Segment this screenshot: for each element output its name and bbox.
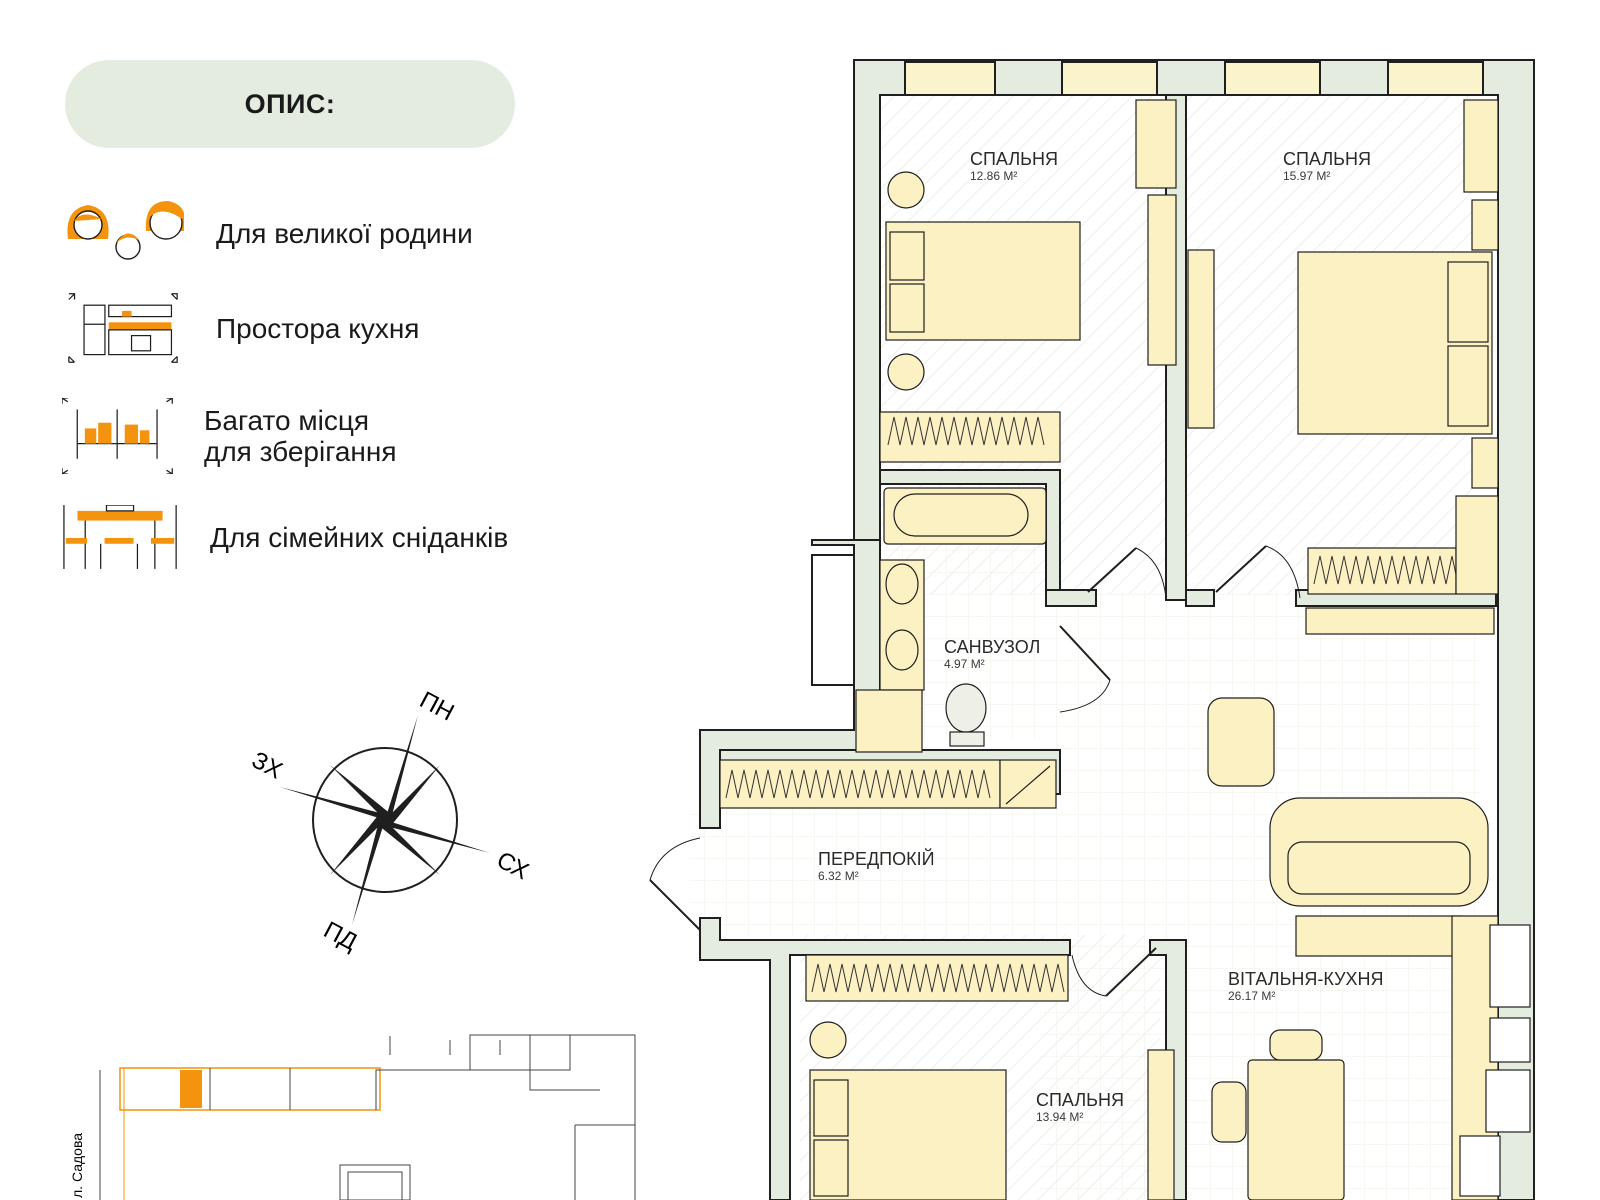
feature-label: Для сімейних сніданків — [210, 521, 509, 553]
compass: ПН СХ ПД ЗХ — [247, 686, 530, 956]
feature-family-breakfast: Для сімейних сніданків — [62, 505, 508, 569]
room-name: СПАЛЬНЯ — [970, 149, 1058, 169]
room-name: ВІТАЛЬНЯ-КУХНЯ — [1228, 969, 1384, 989]
dining-table — [1247, 1059, 1345, 1200]
sink-icon — [1459, 1135, 1501, 1197]
room-area: 4.97 М² — [944, 657, 985, 671]
compass-east-label: СХ — [492, 846, 530, 885]
desk-bedroom1 — [1147, 194, 1177, 366]
furniture — [809, 99, 1531, 1200]
compass-ring — [312, 747, 458, 893]
room-area: 13.94 М² — [1036, 1110, 1083, 1124]
room-area: 15.97 М² — [1283, 169, 1330, 183]
feature-large-family: Для великої родини — [62, 195, 473, 271]
door-bedroom2 — [1215, 545, 1267, 593]
compass-north-label: ПН — [415, 686, 458, 726]
wardrobe-bedroom2-side — [1455, 495, 1499, 595]
dining-table-icon — [63, 505, 177, 569]
feature-label: Для великої родини — [216, 217, 473, 249]
sink-icon — [885, 563, 919, 605]
toilet-icon — [945, 683, 987, 733]
room-name: СПАЛЬНЯ — [1283, 149, 1371, 169]
console — [1295, 915, 1463, 957]
desk-bedroom2 — [1187, 249, 1215, 429]
door-bedroom1 — [1087, 547, 1137, 593]
compass-west-label: ЗХ — [247, 746, 287, 784]
compass-star-icon — [280, 715, 490, 925]
entrance-door — [649, 879, 701, 931]
feature-spacious-kitchen: Простора кухня — [62, 290, 419, 366]
kitchen-icon — [68, 293, 178, 363]
door-bathroom — [1059, 625, 1111, 681]
nightstand — [887, 171, 925, 209]
doors — [649, 545, 1301, 997]
washer — [855, 689, 923, 753]
wardrobe-bedroom3 — [805, 954, 1069, 1002]
family-icon — [67, 201, 184, 260]
wardrobes — [719, 411, 1499, 1002]
armchair-icon — [1207, 697, 1275, 787]
stove-icon — [1485, 1069, 1531, 1133]
desk-bedroom3 — [1147, 1049, 1175, 1200]
hood-icon — [1489, 1017, 1531, 1063]
compass-south-label: ПД — [319, 916, 361, 956]
description-title: ОПИС: — [65, 60, 515, 148]
room-name: САНВУЗОЛ — [944, 637, 1040, 657]
site-plan: л. Садова — [69, 1034, 636, 1200]
nightstand — [887, 353, 925, 391]
door-bedroom3 — [1105, 947, 1157, 997]
room-labels: СПАЛЬНЯ 12.86 М² СПАЛЬНЯ 15.97 М² САНВУЗ… — [818, 149, 1384, 1124]
chair-desk — [1135, 99, 1177, 189]
nightstand — [809, 1021, 847, 1059]
feature-label: Багато місця для зберігання — [204, 405, 397, 467]
room-name: ПЕРЕДПОКІЙ — [818, 848, 935, 869]
selected-apartment-marker — [180, 1070, 202, 1108]
wardrobe-hall — [719, 759, 1001, 809]
wardrobe-bedroom2 — [1307, 547, 1457, 595]
feature-storage: Багато місця для зберігання — [62, 398, 397, 474]
room-area: 6.32 М² — [818, 869, 859, 883]
fridge — [1489, 924, 1531, 1008]
chair-desk — [1463, 99, 1499, 193]
room-area: 26.17 М² — [1228, 989, 1275, 1003]
feature-label: Простора кухня — [216, 312, 420, 344]
description-panel: ОПИС: Для великої родини — [0, 0, 640, 1200]
storage-icon — [62, 398, 173, 474]
boiler-cabinet — [999, 759, 1057, 809]
floor-plan: СПАЛЬНЯ 12.86 М² СПАЛЬНЯ 15.97 М² САНВУЗ… — [649, 59, 1535, 1200]
sink-icon — [885, 629, 919, 671]
street-label: л. Садова — [69, 1133, 85, 1198]
room-area: 12.86 М² — [970, 169, 1017, 183]
room-name: СПАЛЬНЯ — [1036, 1090, 1124, 1110]
tv-stand — [1305, 607, 1495, 635]
